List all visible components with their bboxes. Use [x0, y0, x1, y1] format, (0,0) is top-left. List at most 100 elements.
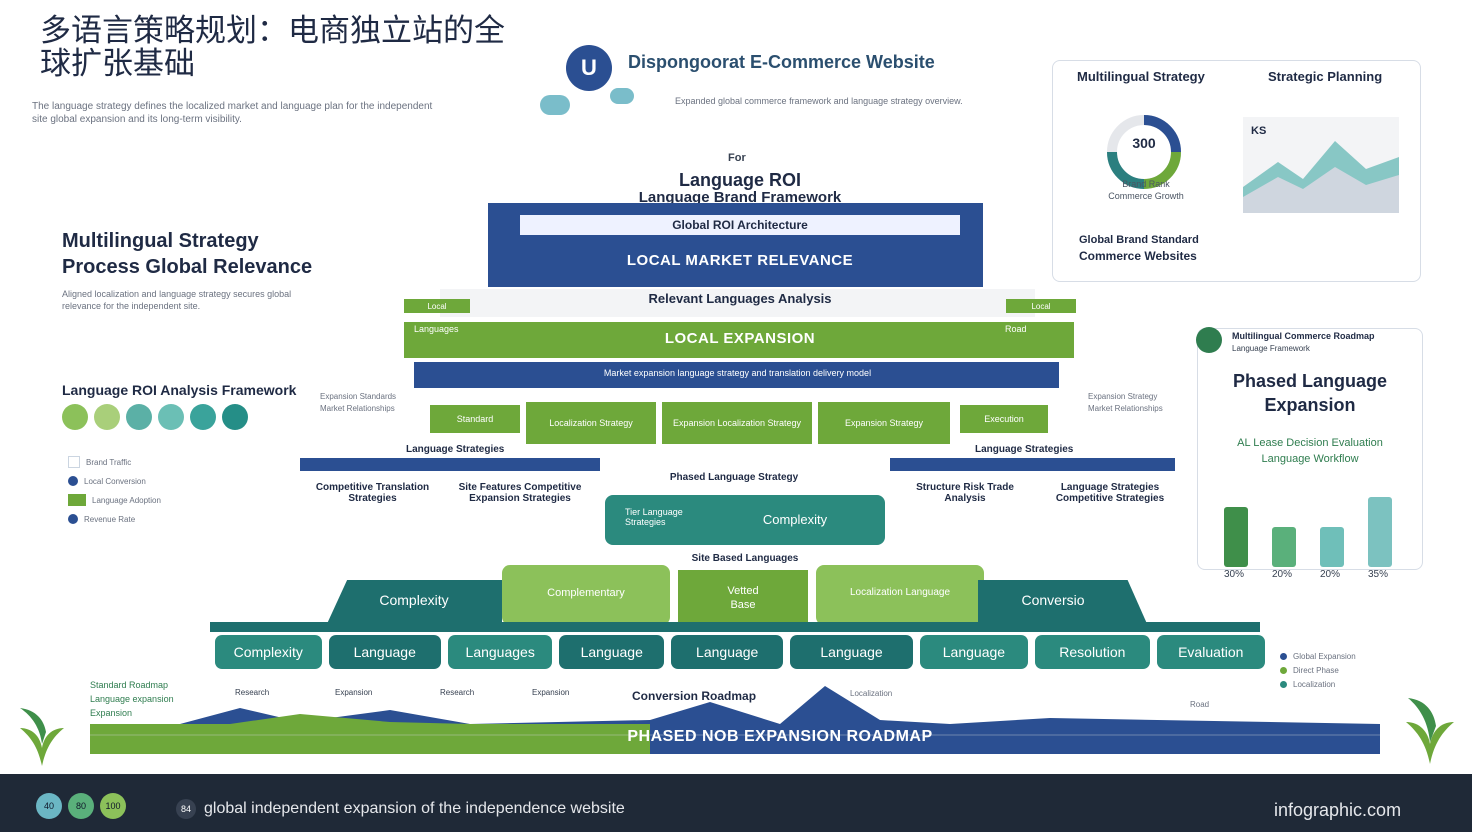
- middle-band-title: Relevant Languages Analysis: [648, 291, 832, 306]
- trap-right: [978, 580, 1148, 626]
- intro-text: The language strategy defines the locali…: [32, 101, 433, 125]
- road-left-note-0: Standard Roadmap: [90, 680, 169, 690]
- bottom-button-7[interactable]: Resolution: [1035, 635, 1150, 669]
- road-label-3: Expansion: [532, 688, 570, 697]
- long-strip-text: Market expansion language strategy and t…: [603, 368, 872, 378]
- roi-circle-1: [62, 404, 88, 430]
- green-chip-1: [526, 402, 656, 444]
- brand-subtitle: Expanded global commerce framework and l…: [675, 96, 963, 106]
- roi-legend: Brand Traffic Local Conversion Language …: [68, 456, 161, 524]
- green-chip-4: [960, 405, 1048, 433]
- trap-base: [210, 622, 1260, 632]
- roadmap-banner: PHASED NOB EXPANSION ROADMAP: [627, 728, 933, 745]
- ring-value: 300: [1132, 135, 1156, 151]
- ring-caption-2: Commerce Growth: [1108, 191, 1184, 201]
- road-milestone: Conversion Roadmap: [632, 689, 757, 703]
- phased-legend-row: Global Expansion: [1280, 652, 1356, 661]
- phased-sub-1: AL Lease Decision Evaluation: [1237, 437, 1383, 449]
- lang-right: Language Strategies: [975, 444, 1074, 455]
- center-for: For: [728, 152, 746, 164]
- bottom-button-0[interactable]: Complexity: [215, 635, 322, 669]
- phased-sub-2: Language Workflow: [1261, 453, 1359, 465]
- trap-right-green-label: Localization Language: [849, 587, 951, 598]
- green-chip-3: [818, 402, 950, 444]
- brand-title: Dispongoorat E-Commerce Website: [628, 52, 935, 72]
- trap-center: [678, 570, 808, 626]
- trap-left-green: [502, 565, 670, 625]
- green-band-right-tag: Local: [1006, 299, 1076, 313]
- green-chip-1-label: Localization Strategy: [549, 418, 633, 428]
- center-sub-top: Global ROI Architecture: [672, 218, 808, 232]
- strategy-left-footer-1: Global Brand Standard: [1079, 234, 1199, 246]
- area-tag: KS: [1251, 125, 1267, 137]
- road-left-note-1: Language expansion: [90, 694, 174, 704]
- roi-circle-2: [94, 404, 120, 430]
- green-band-left-tag: Local: [404, 299, 470, 313]
- strategy-right-title: Strategic Planning: [1268, 69, 1383, 84]
- brand-logo-icon: U: [566, 45, 612, 91]
- phased-bar-label: 20%: [1320, 569, 1341, 580]
- trap-right-green: [816, 565, 984, 625]
- right-divider: [890, 458, 1175, 471]
- ring-caption-1: Brand Rank: [1122, 179, 1170, 189]
- bottom-button-3[interactable]: Language: [559, 635, 664, 669]
- phased-legend-label: Localization: [1293, 680, 1336, 689]
- green-band-right-sub: Road: [1005, 324, 1027, 334]
- phased-top-line-2: Language Framework: [1232, 344, 1310, 353]
- phased-legend: Global Expansion Direct Phase Localizati…: [1280, 652, 1356, 689]
- roi-legend-row: Local Conversion: [68, 476, 161, 486]
- bottom-button-6[interactable]: Language: [919, 635, 1029, 669]
- phased-legend-label: Direct Phase: [1293, 666, 1339, 675]
- green-chip-2: [662, 402, 812, 444]
- roi-circle-4: [158, 404, 184, 430]
- roi-legend-row: Brand Traffic: [68, 456, 161, 468]
- trap-center-label-2: Base: [730, 599, 756, 611]
- center-strip: [605, 472, 863, 490]
- roi-circle-5: [190, 404, 216, 430]
- road-graphic: [90, 680, 1380, 754]
- green-band: [404, 322, 1074, 358]
- green-chip-3-label: Expansion Strategy: [844, 418, 924, 428]
- center-box-right: Complexity: [762, 512, 828, 527]
- phased-legend-row: Direct Phase: [1280, 666, 1356, 675]
- trap-center-label-1: Vetted: [727, 585, 759, 597]
- square-icon: [68, 494, 86, 506]
- bottom-button-2[interactable]: Languages: [447, 635, 553, 669]
- phased-bar: [1272, 527, 1296, 567]
- right-col-0: Structure Risk Trade Analysis: [916, 482, 1014, 504]
- road-left-note-2: Expansion: [90, 708, 133, 718]
- left-paragraph: Aligned localization and language strate…: [62, 289, 292, 311]
- circle-icon: [68, 476, 78, 486]
- circle-leaf-icon: [1196, 327, 1222, 353]
- right-side-note-1: Expansion Strategy: [1088, 392, 1158, 401]
- phased-bar-chart: [1214, 479, 1410, 567]
- bottom-button-1[interactable]: Language: [328, 635, 441, 669]
- circle-icon: [1280, 681, 1287, 688]
- roi-circles: [62, 404, 248, 430]
- left-side-note-1: Expansion Standards: [320, 392, 397, 401]
- roi-legend-label: Revenue Rate: [84, 514, 136, 524]
- green-band-left-sub: Languages: [414, 324, 459, 334]
- bottom-button-8[interactable]: Evaluation: [1156, 635, 1266, 669]
- lang-left: Language Strategies: [406, 444, 505, 455]
- roi-legend-label: Brand Traffic: [86, 457, 132, 467]
- footer-pill: 40: [36, 793, 62, 819]
- roi-legend-label: Local Conversion: [84, 476, 146, 486]
- footer-marker: 84: [176, 799, 196, 819]
- center-title-1: Language ROI: [678, 170, 801, 190]
- square-outline-icon: [68, 456, 80, 468]
- blue-band-title: LOCAL MARKET RELEVANCE: [626, 252, 854, 269]
- road-right-end: Road: [1190, 700, 1210, 709]
- left-col-0: Competitive Translation Strategies: [315, 482, 430, 504]
- green-chip-4-label: Execution: [984, 414, 1024, 424]
- phased-panel: Multilingual Commerce Roadmap Language F…: [1196, 327, 1423, 580]
- phased-bar: [1320, 527, 1344, 567]
- strategy-panel: Multilingual Strategy Strategic Planning…: [1052, 60, 1421, 282]
- road-label-2: Research: [440, 688, 475, 697]
- bottom-button-4[interactable]: Language: [670, 635, 784, 669]
- phased-bar: [1224, 507, 1248, 567]
- bottom-button-5[interactable]: Language: [790, 635, 913, 669]
- right-col-1: Language Strategies Competitive Strategi…: [1055, 482, 1165, 504]
- area-chart-icon: KS: [1243, 117, 1399, 213]
